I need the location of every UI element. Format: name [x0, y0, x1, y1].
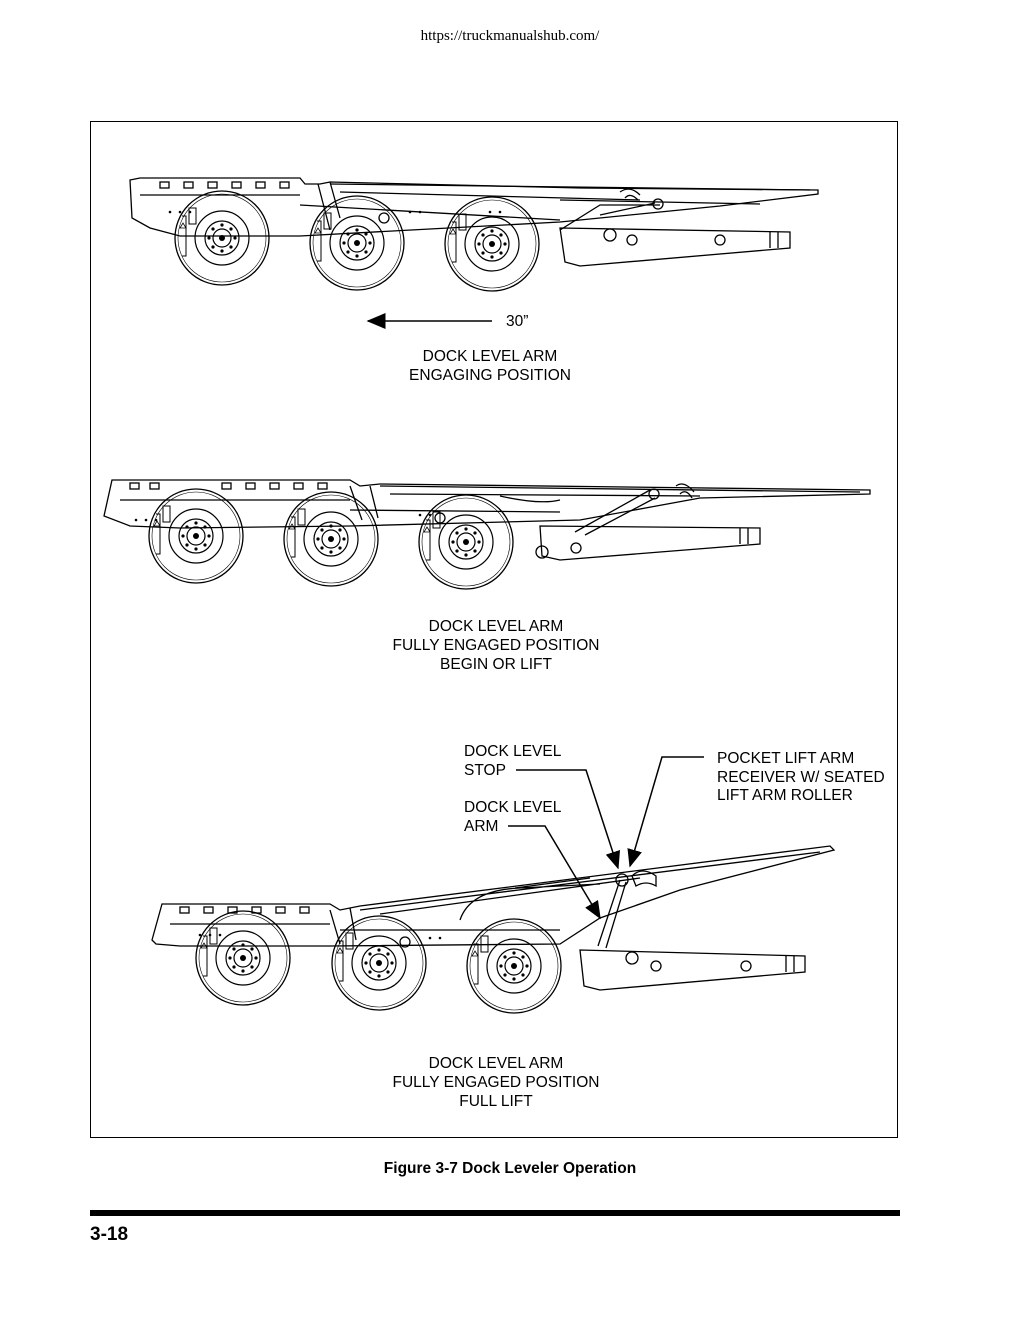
- figure-caption: Figure 3-7 Dock Leveler Operation: [383, 1160, 637, 1177]
- wheel-icon: [466, 918, 562, 1014]
- caption-line: FULLY ENGAGED POSITION: [392, 637, 600, 654]
- caption-line: DOCK LEVEL ARM: [422, 348, 558, 365]
- footer-rule: [90, 1210, 900, 1216]
- truck-drawing-full-lift: [151, 845, 836, 991]
- page-number: 3-18: [90, 1224, 129, 1245]
- caption-line: ENGAGING POSITION: [409, 367, 571, 384]
- caption-line: DOCK LEVEL ARM: [428, 1055, 564, 1072]
- caption-line: FULL LIFT: [459, 1093, 533, 1110]
- wheel-icon: [195, 910, 291, 1006]
- travel-distance-label: 30”: [506, 313, 529, 330]
- wheel-icon: [418, 494, 514, 590]
- header-url: https://truckmanualshub.com/: [420, 28, 600, 44]
- panel-2-caption: DOCK LEVEL ARM FULLY ENGAGED POSITION BE…: [346, 617, 646, 674]
- wheel-icon: [309, 195, 405, 291]
- wheel-icon: [148, 488, 244, 584]
- caption-line: FULLY ENGAGED POSITION: [392, 1074, 600, 1091]
- panel-1-caption: DOCK LEVEL ARM ENGAGING POSITION: [340, 347, 640, 385]
- wheel-icon: [174, 190, 270, 286]
- callout-leaders: [508, 756, 704, 920]
- panel-3-caption: DOCK LEVEL ARM FULLY ENGAGED POSITION FU…: [346, 1054, 646, 1111]
- callout-dock-level-arm: DOCK LEVEL ARM: [464, 799, 562, 835]
- callout-dock-level-stop: DOCK LEVEL STOP: [464, 743, 562, 779]
- caption-line: BEGIN OR LIFT: [440, 656, 552, 673]
- truck-drawing-engaging: [129, 177, 819, 267]
- truck-drawing-begin-lift: [103, 479, 871, 561]
- wheel-icon: [283, 491, 379, 587]
- figure-frame: [90, 121, 898, 1138]
- wheel-icon: [444, 196, 540, 292]
- caption-line: DOCK LEVEL ARM: [428, 618, 564, 635]
- callout-pocket-lift-arm: POCKET LIFT ARM RECEIVER W/ SEATED LIFT …: [717, 750, 885, 804]
